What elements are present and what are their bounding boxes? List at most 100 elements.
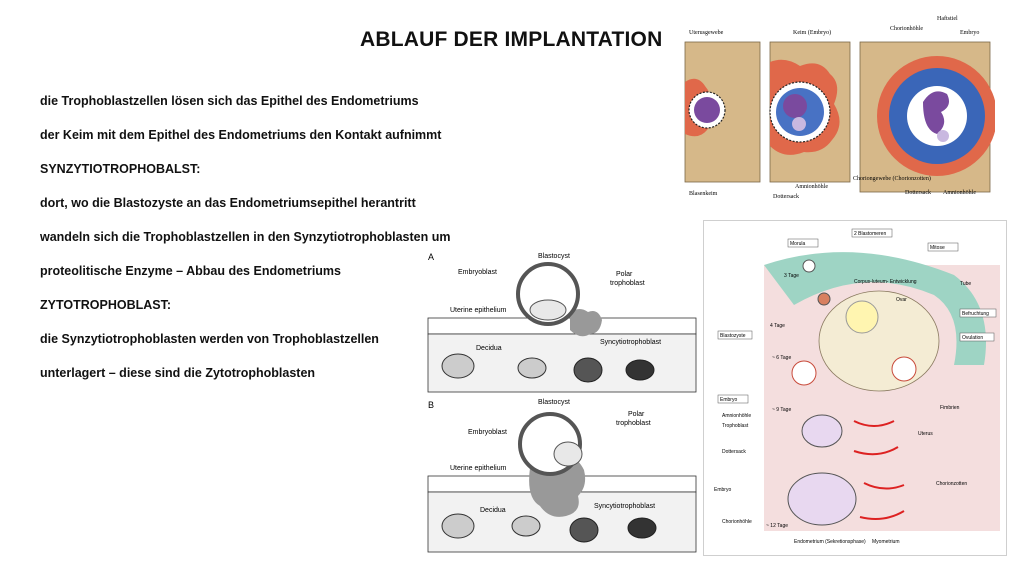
label-9-tage: ~ 9 Tage [772, 407, 791, 413]
label-chorionhoehle-top: Chorionhöhle [890, 26, 923, 32]
label-embryo-small: Embryo [714, 487, 731, 493]
yolk-sac-2 [792, 117, 806, 131]
decidua-cell-b3 [569, 517, 599, 543]
axis-strip [764, 533, 1000, 547]
blastocyst-4-tage [791, 360, 817, 386]
label-12-tage: ~ 12 Tage [766, 523, 788, 529]
blood-vessels [853, 420, 905, 520]
implanting-embryo-12 [787, 472, 857, 526]
text-line-9: unterlagert – diese sind die Zytotrophob… [40, 366, 316, 380]
label-dottersack: Dottersack [722, 449, 746, 455]
text-line-2: der Keim mit dem Epithel des Endometrium… [40, 128, 442, 142]
label-blastomeren: 2 Blastomeren [854, 231, 886, 237]
decidua-cell-b1 [441, 513, 475, 539]
blastocyst-attachment-figure: A Blastocyst Embryoblast Polar trophobla… [427, 252, 697, 553]
label-trophoblast: Trophoblast [722, 423, 749, 429]
blastocyst-stage [817, 292, 831, 306]
label-uterus: Uterus [918, 431, 933, 437]
label-ovulation: Ovulation [962, 335, 983, 341]
label-amnionhoehle-1: Amnionhöhle [795, 184, 828, 190]
label-syncytiotrophoblast-b: Syncytiotrophoblast [594, 503, 655, 510]
label-3-tage: 3 Tage [784, 273, 799, 279]
label-trophoblast-a: trophoblast [610, 280, 645, 287]
text-line-7: ZYTOTROPHOBLAST: [40, 298, 172, 312]
label-blasenkeim: Blasenkeim [689, 191, 718, 197]
box-morula [787, 238, 819, 248]
label-embryoblast-a: Embryoblast [458, 269, 497, 276]
text-line-5: wandeln sich die Trophoblastzellen in de… [40, 230, 451, 244]
early-development-figure: 2 Blastomeren Morula Mitose Tube Befruch… [703, 220, 1007, 556]
morula-cell [802, 259, 816, 273]
text-line-6: proteolitische Enzyme – Abbau des Endome… [40, 264, 341, 278]
label-embryoblast-b: Embryoblast [468, 429, 507, 436]
label-endometrium: Endometrium (Sekretionsphase) [794, 539, 866, 545]
label-uterine-epithelium-b: Uterine epithelium [450, 465, 507, 472]
label-trophoblast-b: trophoblast [616, 420, 651, 427]
label-chorionzotten: Chorionzotten [936, 481, 967, 487]
label-fimbrien: Fimbrien [940, 405, 960, 411]
embryo-2 [783, 94, 807, 118]
box-blastomeren [851, 228, 893, 238]
label-amnionhoehle-2: Amnionhöhle [943, 190, 976, 196]
label-decidua-a: Decidua [476, 345, 502, 352]
label-decidua-b: Decidua [480, 507, 506, 514]
ovary [818, 290, 940, 392]
decidua-cell-a1 [441, 353, 475, 379]
box-ovulation [959, 332, 995, 342]
label-6-tage: ~ 6 Tage [772, 355, 791, 361]
label-syncytiotrophoblast-a: Syncytiotrophoblast [600, 339, 661, 346]
text-line-3: SYNZYTIOTROPHOBALST: [40, 162, 201, 176]
label-4-tage: 4 Tage [770, 323, 785, 329]
label-tube: Tube [960, 281, 971, 287]
inner-cell-mass-1 [694, 97, 720, 123]
decidua-cell-a2 [517, 357, 547, 379]
label-blastozyste: Blastozyste [720, 333, 746, 339]
label-befruchtung: Befruchtung [962, 311, 989, 317]
box-mitose [927, 242, 959, 252]
panel-label-a: A [428, 252, 434, 262]
label-polar-a: Polar [616, 271, 633, 278]
label-chorionhoehle: Chorionhöhle [722, 519, 752, 525]
slide-title: ABLAUF DER IMPLANTATION [360, 28, 663, 51]
box-blastozyste [717, 330, 753, 340]
box-embryo [717, 394, 749, 404]
label-chorionzotten: Choriongewebe (Chorionzotten) [853, 175, 931, 182]
box-befruchtung [959, 308, 997, 318]
syncytio-mass-a [570, 309, 602, 337]
label-uterine-epithelium-a: Uterine epithelium [450, 307, 507, 314]
label-embryo: Embryo [720, 397, 737, 403]
decidua-cell-b2 [511, 515, 541, 537]
decidua-cell-a3 [573, 357, 603, 383]
label-blastocyst-a: Blastocyst [538, 253, 570, 260]
label-ovar: Ovar [896, 297, 907, 303]
label-uterusgewebe: Uterusgewebe [689, 30, 724, 36]
decidua-cell-a4 [625, 359, 655, 381]
label-morula: Morula [790, 241, 806, 247]
text-line-4: dort, wo die Blastozyste an das Endometr… [40, 196, 416, 210]
embryoblast-b [553, 441, 583, 467]
label-blastocyst-b: Blastocyst [538, 399, 570, 406]
yolk-sac-3 [937, 130, 949, 142]
embryoblast-a [529, 299, 567, 321]
text-line-8: die Synzytiotrophoblasten werden von Tro… [40, 332, 379, 346]
label-dottersack-2: Dottersack [905, 190, 931, 196]
panel-label-b: B [428, 400, 434, 410]
embryo-3 [923, 91, 949, 134]
label-polar-b: Polar [628, 411, 645, 418]
label-embryo-top: Embryo [960, 30, 979, 36]
decidua-cell-b4 [627, 517, 657, 539]
label-keim: Keim (Embryo) [793, 29, 831, 36]
text-line-1: die Trophoblastzellen lösen sich das Epi… [40, 94, 419, 108]
implantation-stages-figure: Uterusgewebe Keim (Embryo) Haftstiel Cho… [684, 15, 995, 200]
text-block: die Trophoblastzellen lösen sich das Epi… [40, 92, 480, 398]
corpus-luteum [845, 300, 879, 334]
label-haftstiel: Haftstiel [937, 15, 958, 22]
fallopian-tube [764, 252, 986, 365]
follicle [891, 356, 917, 382]
label-mitose: Mitose [930, 245, 945, 251]
label-dottersack-1: Dottersack [773, 194, 799, 200]
label-amnionhoehle: Amnionhöhle [722, 413, 751, 419]
label-gelbkoerper: Corpus-luteum- Entwicklung [854, 279, 917, 285]
implanting-embryo-9 [801, 414, 843, 448]
label-myometrium: Myometrium [872, 539, 900, 545]
